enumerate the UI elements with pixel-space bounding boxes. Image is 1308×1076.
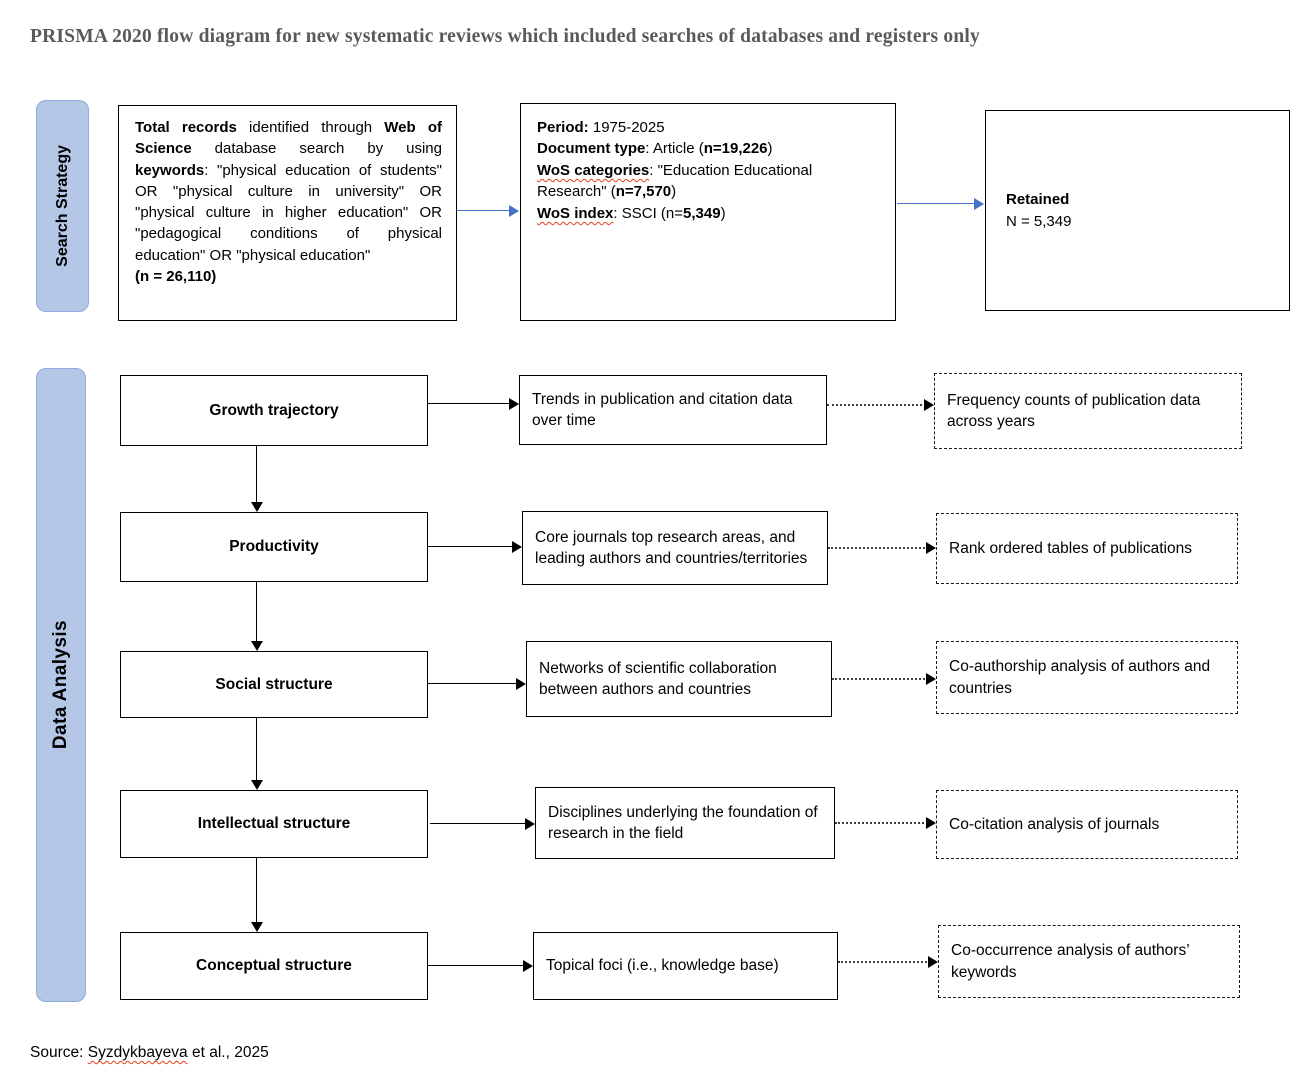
arrow-filters-to-retained bbox=[897, 197, 984, 211]
category-box-intellectual-structure: Intellectual structure bbox=[120, 790, 428, 858]
wos-categories-line: WoS categories: "Education Educational R… bbox=[537, 161, 813, 201]
document-type-line: Document type: Article (n=19,226) bbox=[537, 140, 773, 158]
data-analysis-label-text: Data Analysis bbox=[50, 620, 71, 750]
method-box-networks: Networks of scientific collaboration bet… bbox=[526, 641, 832, 717]
arrowhead-icon bbox=[928, 956, 938, 968]
records-bold-keywords: keywords bbox=[135, 161, 205, 179]
arrowhead-icon bbox=[251, 641, 263, 651]
source-author: Syzdykbayeva bbox=[87, 1044, 188, 1061]
retained-box: Retained N = 5,349 bbox=[985, 110, 1290, 311]
dotted-arrow-journals-to-output bbox=[828, 541, 936, 555]
category-box-growth-trajectory: Growth trajectory bbox=[120, 375, 428, 446]
arrow-down-social-to-intellectual bbox=[250, 718, 264, 790]
arrowhead-icon bbox=[523, 960, 533, 972]
arrowhead-icon bbox=[509, 398, 519, 410]
retained-title: Retained bbox=[1006, 190, 1070, 208]
output-box-coauthorship: Co-authorship analysis of authors and co… bbox=[936, 641, 1238, 714]
search-strategy-label-text: Search Strategy bbox=[53, 145, 71, 267]
arrow-social-to-method bbox=[428, 677, 526, 691]
category-box-social-structure: Social structure bbox=[120, 651, 428, 718]
method-box-disciplines: Disciplines underlying the foundation of… bbox=[535, 787, 835, 859]
method-box-trends: Trends in publication and citation data … bbox=[519, 375, 827, 445]
arrow-productivity-to-method bbox=[428, 540, 522, 554]
dotted-arrow-networks-to-output bbox=[832, 672, 936, 686]
method-box-core-journals: Core journals top research areas, and le… bbox=[522, 511, 828, 585]
output-box-rank-tables: Rank ordered tables of publications bbox=[936, 513, 1238, 584]
retained-count: N = 5,349 bbox=[1006, 212, 1072, 230]
method-box-topical-foci: Topical foci (i.e., knowledge base) bbox=[533, 932, 838, 1000]
arrowhead-icon bbox=[525, 818, 535, 830]
search-strategy-section-label: Search Strategy bbox=[36, 100, 89, 312]
records-identified-box: Total records identified through Web of … bbox=[118, 105, 457, 321]
arrowhead-icon bbox=[926, 817, 936, 829]
dotted-arrow-topical-to-output bbox=[838, 955, 938, 969]
arrowhead-icon bbox=[924, 399, 934, 411]
arrow-down-growth-to-productivity bbox=[250, 446, 264, 512]
arrowhead-icon bbox=[509, 205, 519, 217]
arrowhead-icon bbox=[512, 541, 522, 553]
category-box-conceptual-structure: Conceptual structure bbox=[120, 932, 428, 1000]
arrowhead-icon bbox=[251, 780, 263, 790]
records-bold-total: Total records bbox=[135, 119, 237, 136]
output-box-frequency-counts: Frequency counts of publication data acr… bbox=[934, 373, 1242, 449]
arrowhead-icon bbox=[974, 198, 984, 210]
category-box-productivity: Productivity bbox=[120, 512, 428, 582]
diagram-title: PRISMA 2020 flow diagram for new systema… bbox=[30, 26, 980, 47]
output-box-cocitation: Co-citation analysis of journals bbox=[936, 790, 1238, 859]
arrowhead-icon bbox=[251, 922, 263, 932]
data-analysis-section-label: Data Analysis bbox=[36, 368, 86, 1002]
arrow-conceptual-to-method bbox=[428, 959, 533, 973]
source-citation: Source: Syzdykbayeva et al., 2025 bbox=[30, 1044, 269, 1061]
arrowhead-icon bbox=[926, 542, 936, 554]
records-identified-text: Total records identified through Web of … bbox=[135, 119, 443, 286]
arrow-records-to-filters bbox=[457, 204, 519, 218]
period-line: Period: 1975-2025 bbox=[537, 119, 665, 136]
records-count: (n = 26,110) bbox=[135, 268, 217, 286]
dotted-arrow-trends-to-output bbox=[827, 398, 934, 412]
arrowhead-icon bbox=[926, 673, 936, 685]
arrow-down-productivity-to-social bbox=[250, 582, 264, 651]
arrow-growth-to-method bbox=[428, 397, 519, 411]
arrowhead-icon bbox=[251, 502, 263, 512]
arrow-down-intellectual-to-conceptual bbox=[250, 858, 264, 932]
output-box-cooccurrence: Co-occurrence analysis of authors’ keywo… bbox=[938, 925, 1240, 998]
arrow-intellectual-to-method bbox=[430, 817, 535, 831]
dotted-arrow-disciplines-to-output bbox=[835, 816, 936, 830]
records-bold-wos: Web of Science bbox=[135, 119, 443, 158]
wos-index-line: WoS index: SSCI (n=5,349) bbox=[537, 204, 726, 222]
arrowhead-icon bbox=[516, 678, 526, 690]
filters-box: Period: 1975-2025 Document type: Article… bbox=[520, 103, 896, 321]
